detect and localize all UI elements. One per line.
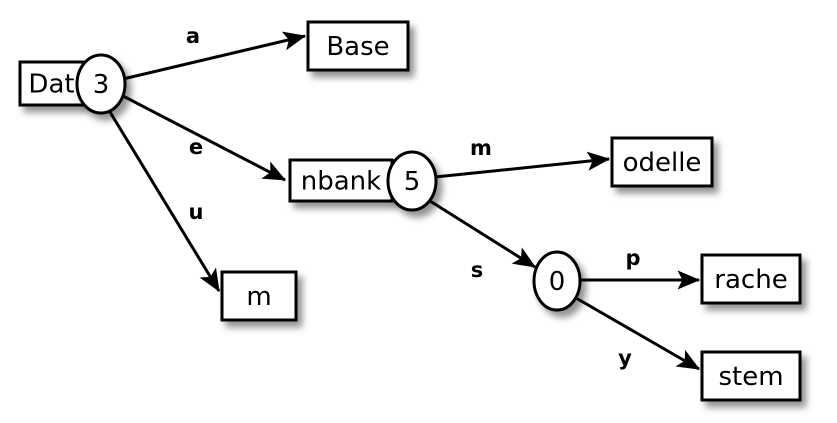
edge-label-s: s (471, 258, 484, 282)
node-label-dat: Dat (28, 70, 74, 100)
node-label-base: Base (326, 32, 389, 62)
nodes-layer: Dat 3 Base nbank 5 m odelle 0 rache stem (18, 20, 802, 402)
node-label-m_box: m (246, 282, 271, 312)
node-dat[interactable]: Dat (18, 60, 85, 107)
edge-labels-layer: a e u m s p y (186, 24, 641, 370)
node-n5[interactable]: 5 (386, 150, 438, 212)
node-m_box[interactable]: m (220, 270, 298, 322)
node-label-nbank: nbank (301, 167, 381, 197)
edge-label-e: e (189, 135, 203, 159)
edges-layer (108, 31, 701, 371)
edge-label-p: p (625, 246, 640, 270)
node-nbank[interactable]: nbank (288, 158, 394, 203)
edge-e-a (122, 31, 307, 81)
node-label-n5: 5 (404, 167, 421, 197)
node-label-n3: 3 (93, 70, 110, 100)
node-rache[interactable]: rache (700, 253, 802, 305)
edge-label-u: u (189, 200, 204, 224)
node-label-stem: stem (718, 362, 783, 392)
edge-e-m (434, 151, 611, 179)
node-label-rache: rache (714, 265, 787, 295)
edge-label-y: y (618, 346, 632, 370)
node-n0[interactable]: 0 (532, 250, 582, 312)
node-odelle[interactable]: odelle (610, 136, 714, 188)
node-base[interactable]: Base (306, 20, 410, 72)
node-label-odelle: odelle (623, 148, 702, 178)
node-n3[interactable]: 3 (75, 53, 127, 115)
edge-e-e (122, 94, 287, 182)
edge-label-a: a (186, 24, 200, 48)
edge-e-s (429, 199, 537, 269)
edge-e-u (108, 111, 221, 293)
edge-label-m: m (470, 136, 492, 160)
node-label-n0: 0 (549, 267, 566, 297)
edge-e-y (575, 296, 701, 371)
node-stem[interactable]: stem (700, 350, 802, 402)
